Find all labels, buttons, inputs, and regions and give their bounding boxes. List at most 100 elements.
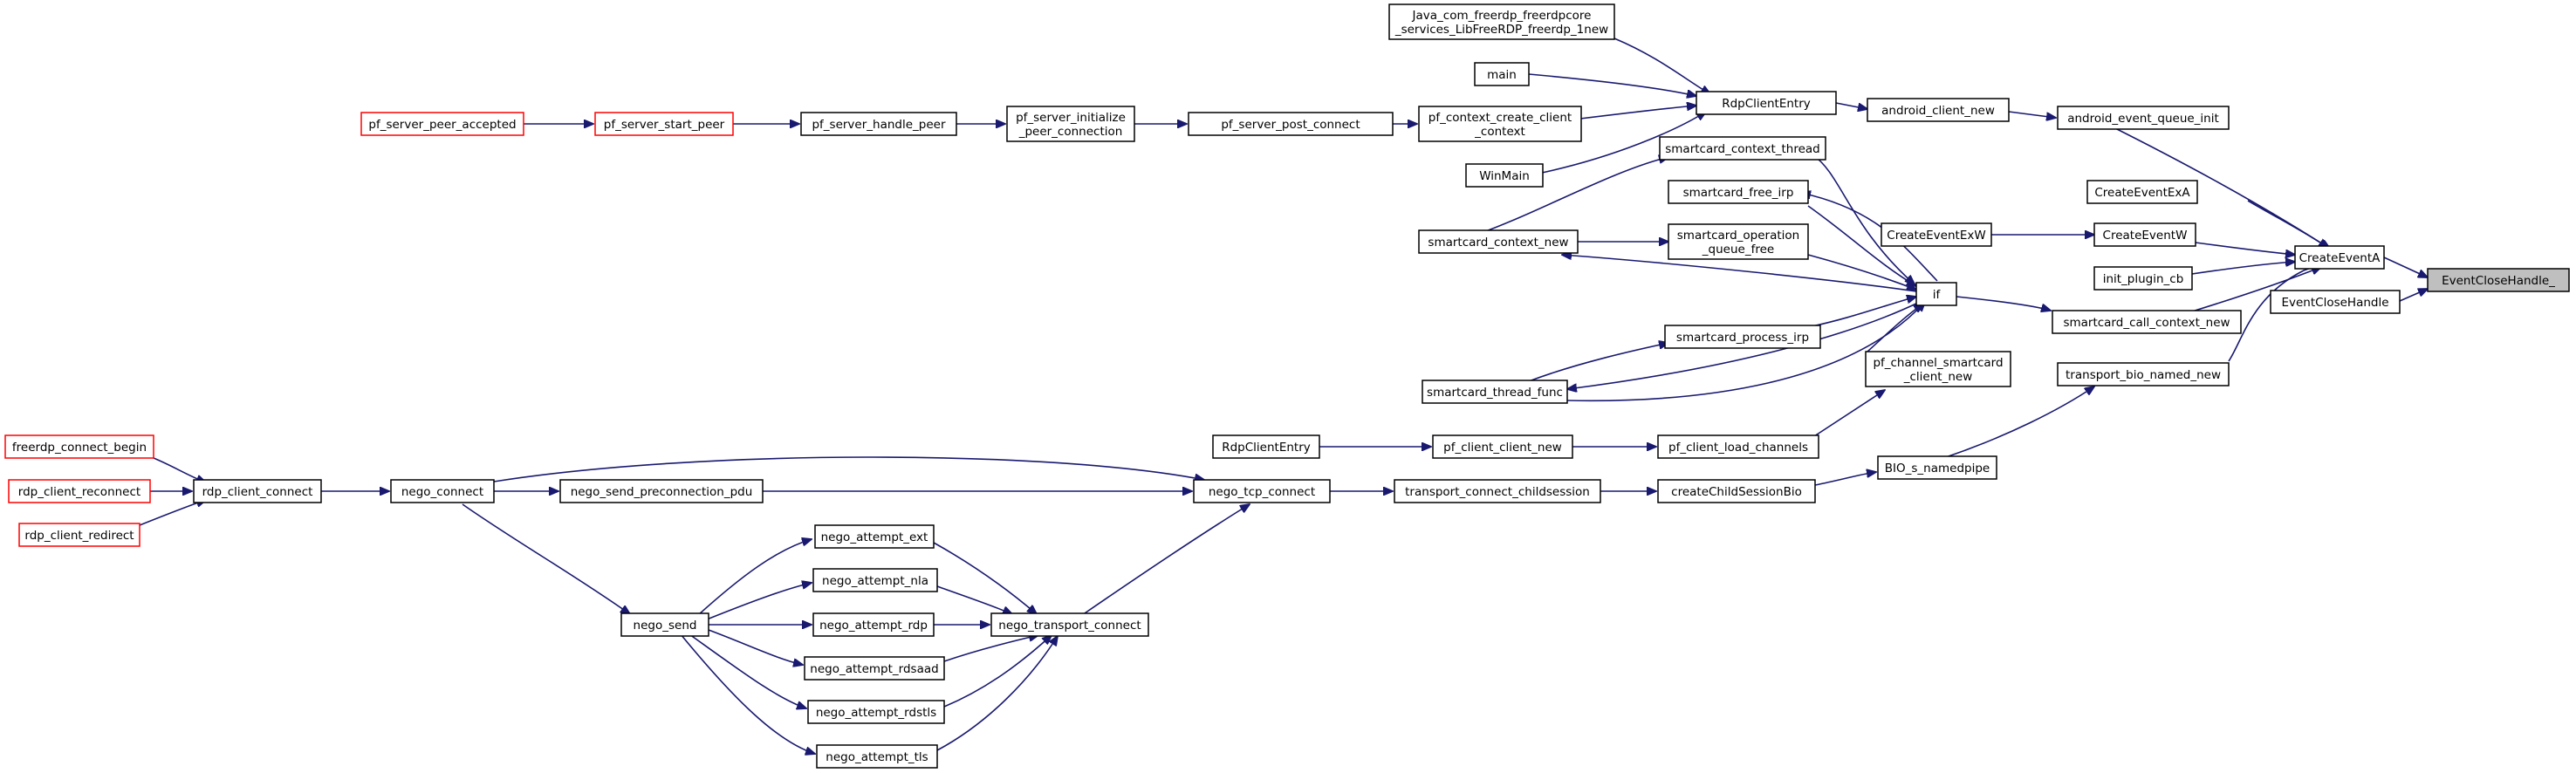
edge	[1528, 73, 1696, 96]
edge	[1811, 390, 1885, 439]
edge	[943, 635, 1052, 708]
node-nego-attempt-tls[interactable]: nego_attempt_tls	[816, 744, 938, 769]
node-nego-send-preconnection-pdu[interactable]: nego_send_preconnection_pdu	[559, 479, 764, 503]
svg-text:main: main	[1487, 68, 1517, 82]
node-createeventexw[interactable]: CreateEventExW	[1881, 222, 1992, 247]
svg-text:nego_transport_connect: nego_transport_connect	[998, 619, 1141, 633]
node-rdpcliententry-mid[interactable]: RdpClientEntry	[1212, 434, 1320, 459]
node-rdp-client-redirect[interactable]: rdp_client_redirect	[18, 523, 140, 547]
node-nego-transport-connect[interactable]: nego_transport_connect	[990, 612, 1149, 637]
edge	[697, 539, 812, 616]
node-pf-server-post-connect[interactable]: pf_server_post_connect	[1188, 112, 1394, 136]
svg-text:_peer_connection: _peer_connection	[1018, 125, 1123, 139]
svg-text:WinMain: WinMain	[1479, 169, 1530, 183]
node-rdpcliententry-top[interactable]: RdpClientEntry	[1696, 91, 1837, 115]
node-eventclosehandle-target[interactable]: EventCloseHandle_	[2427, 268, 2570, 292]
node-smartcard-operation-queue-free[interactable]: smartcard_operation _queue_free	[1668, 223, 1809, 260]
node-java-libfreerdp-new[interactable]: Java_com_freerdp_freerdpcore _services_L…	[1388, 3, 1615, 40]
svg-text:transport_connect_childsession: transport_connect_childsession	[1405, 485, 1590, 499]
svg-text:_services_LibFreeRDP_freerdp_1: _services_LibFreeRDP_freerdp_1new	[1394, 23, 1608, 37]
svg-text:pf_server_post_connect: pf_server_post_connect	[1221, 118, 1360, 132]
edge	[1835, 102, 1867, 109]
node-rdp-client-reconnect[interactable]: rdp_client_reconnect	[8, 479, 151, 503]
svg-text:pf_server_initialize: pf_server_initialize	[1016, 111, 1126, 125]
edge	[1945, 386, 2094, 458]
node-createeventa[interactable]: CreateEventA	[2294, 245, 2385, 270]
node-android-client-new[interactable]: android_client_new	[1867, 98, 2010, 122]
svg-text:nego_connect: nego_connect	[401, 485, 483, 499]
svg-text:CreateEventExA: CreateEventExA	[2094, 186, 2190, 200]
edge	[139, 500, 206, 526]
edge	[1566, 302, 1925, 402]
node-nego-attempt-ext[interactable]: nego_attempt_ext	[814, 524, 935, 549]
svg-text:smartcard_free_irp: smartcard_free_irp	[1683, 186, 1794, 200]
edge	[2195, 242, 2295, 255]
node-nego-attempt-rdp[interactable]: nego_attempt_rdp	[812, 612, 935, 637]
svg-text:smartcard_process_irp: smartcard_process_irp	[1676, 331, 1809, 345]
edge	[1807, 254, 1916, 290]
node-winmain[interactable]: WinMain	[1465, 163, 1544, 188]
edge	[933, 542, 1037, 614]
edge	[689, 633, 806, 708]
svg-text:nego_send: nego_send	[634, 619, 697, 633]
edge	[1812, 154, 1915, 284]
node-pf-context-create-client-context[interactable]: pf_context_create_client _context	[1418, 106, 1582, 142]
node-freerdp-connect-begin[interactable]: freerdp_connect_begin	[4, 434, 154, 459]
node-nego-attempt-nla[interactable]: nego_attempt_nla	[812, 568, 938, 592]
node-android-event-queue-init[interactable]: android_event_queue_init	[2057, 106, 2230, 130]
svg-text:nego_send_preconnection_pdu: nego_send_preconnection_pdu	[571, 485, 753, 499]
svg-text:pf_client_client_new: pf_client_client_new	[1443, 441, 1562, 455]
node-pf-channel-smartcard-client-new[interactable]: pf_channel_smartcard _client_new	[1865, 351, 2011, 387]
node-pf-server-handle-peer[interactable]: pf_server_handle_peer	[800, 112, 957, 136]
edge	[936, 585, 1012, 614]
svg-text:pf_server_handle_peer: pf_server_handle_peer	[812, 118, 945, 132]
svg-text:nego_attempt_rdstls: nego_attempt_rdstls	[816, 706, 936, 720]
node-transport-bio-named-new[interactable]: transport_bio_named_new	[2057, 362, 2230, 386]
edge	[943, 635, 1038, 662]
node-nego-send[interactable]: nego_send	[620, 612, 709, 637]
node-transport-connect-childsession[interactable]: transport_connect_childsession	[1394, 479, 1601, 503]
node-nego-attempt-rdstls[interactable]: nego_attempt_rdstls	[807, 700, 945, 724]
node-pf-client-load-channels[interactable]: pf_client_load_channels	[1657, 434, 1819, 459]
svg-text:pf_context_create_client: pf_context_create_client	[1428, 111, 1572, 125]
node-rdp-client-connect[interactable]: rdp_client_connect	[193, 479, 322, 503]
node-pf-server-peer-accepted[interactable]: pf_server_peer_accepted	[360, 112, 524, 136]
edge	[1867, 304, 1923, 352]
svg-text:CreateEventW: CreateEventW	[2103, 229, 2188, 243]
node-main[interactable]: main	[1474, 62, 1530, 86]
node-if[interactable]: if	[1915, 282, 1957, 306]
node-smartcard-context-thread[interactable]: smartcard_context_thread	[1659, 136, 1826, 161]
svg-text:_client_new: _client_new	[1903, 370, 1972, 384]
edge	[708, 629, 803, 665]
node-nego-connect[interactable]: nego_connect	[390, 479, 495, 503]
edge	[1081, 504, 1250, 616]
node-pf-client-client-new[interactable]: pf_client_client_new	[1432, 434, 1573, 459]
node-bio-s-namedpipe[interactable]: BIO_s_namedpipe	[1877, 455, 1997, 480]
svg-text:init_plugin_cb: init_plugin_cb	[2103, 272, 2184, 286]
node-pf-server-initialize-peer-connection[interactable]: pf_server_initialize _peer_connection	[1006, 106, 1135, 142]
node-eventclosehandle[interactable]: EventCloseHandle	[2270, 290, 2401, 314]
node-smartcard-context-new[interactable]: smartcard_context_new	[1418, 229, 1579, 254]
edge	[2247, 200, 2328, 248]
svg-text:smartcard_context_new: smartcard_context_new	[1428, 236, 1568, 250]
svg-text:_context: _context	[1474, 125, 1525, 139]
node-nego-attempt-rdsaad[interactable]: nego_attempt_rdsaad	[804, 656, 945, 681]
node-smartcard-thread-func[interactable]: smartcard_thread_func	[1422, 380, 1568, 404]
node-createeventexa[interactable]: CreateEventExA	[2086, 180, 2198, 204]
node-init-plugin-cb[interactable]: init_plugin_cb	[2093, 266, 2193, 291]
node-smartcard-free-irp[interactable]: smartcard_free_irp	[1668, 180, 1809, 204]
node-createeventw[interactable]: CreateEventW	[2093, 222, 2196, 247]
node-pf-server-start-peer[interactable]: pf_server_start_peer	[594, 112, 734, 136]
svg-text:android_event_queue_init: android_event_queue_init	[2067, 112, 2219, 126]
edge	[1956, 296, 2051, 311]
svg-text:if: if	[1933, 288, 1942, 302]
node-smartcard-process-irp[interactable]: smartcard_process_irp	[1664, 325, 1821, 349]
svg-text:transport_bio_named_new: transport_bio_named_new	[2066, 368, 2221, 382]
node-smartcard-call-context-new[interactable]: smartcard_call_context_new	[2052, 310, 2242, 334]
node-createchildsessionbio[interactable]: createChildSessionBio	[1657, 479, 1816, 503]
svg-text:RdpClientEntry: RdpClientEntry	[1722, 97, 1811, 111]
edge	[1613, 38, 1710, 94]
node-nego-tcp-connect[interactable]: nego_tcp_connect	[1193, 479, 1331, 503]
svg-text:android_client_new: android_client_new	[1881, 104, 1995, 118]
